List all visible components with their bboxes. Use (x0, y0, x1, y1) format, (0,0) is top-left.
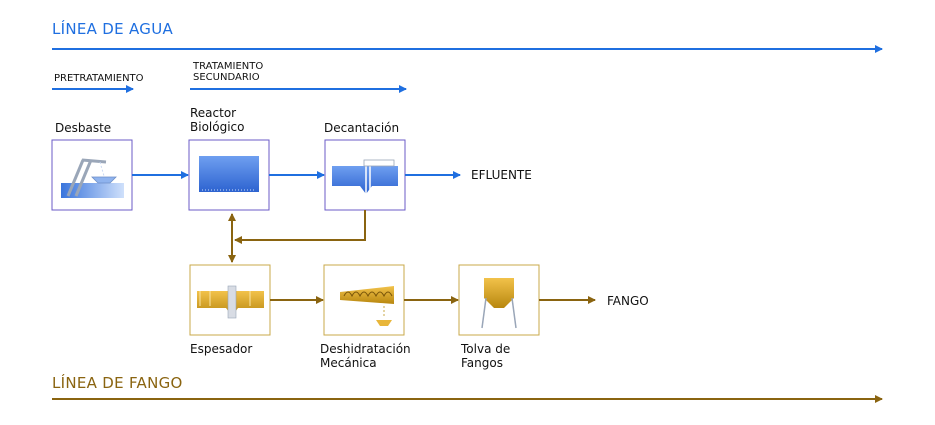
fango-label: FANGO (607, 294, 649, 308)
deshidratacion-label-line2: Mecánica (320, 356, 377, 370)
reactor-label-line2: Biológico (190, 120, 245, 134)
secondary-label-line2: SECUNDARIO (193, 72, 260, 83)
tolva-unit (458, 264, 540, 336)
efluente-label: EFLUENTE (471, 168, 532, 182)
arrow-decantacion-recirculation (234, 210, 366, 244)
water-line-title: LÍNEA DE AGUA (52, 20, 174, 38)
sludge-line-title: LÍNEA DE FANGO (52, 374, 183, 392)
tolva-label-line1: Tolva de (461, 342, 511, 356)
decantacion-unit (324, 139, 406, 211)
reactor-unit (188, 139, 270, 211)
desbaste-label: Desbaste (55, 121, 112, 135)
desbaste-unit (51, 139, 133, 211)
deshidratacion-unit (323, 264, 405, 336)
espesador-unit (189, 264, 271, 336)
decantacion-label: Decantación (324, 121, 400, 135)
tolva-label-line2: Fangos (461, 356, 503, 370)
deshidratacion-label-line1: Deshidratación (320, 342, 411, 356)
reactor-label-line1: Reactor (190, 106, 237, 120)
pretreatment-label: PRETRATAMIENTO (54, 73, 144, 84)
secondary-label-line1: TRATAMIENTO (193, 61, 264, 72)
espesador-label: Espesador (190, 342, 253, 356)
